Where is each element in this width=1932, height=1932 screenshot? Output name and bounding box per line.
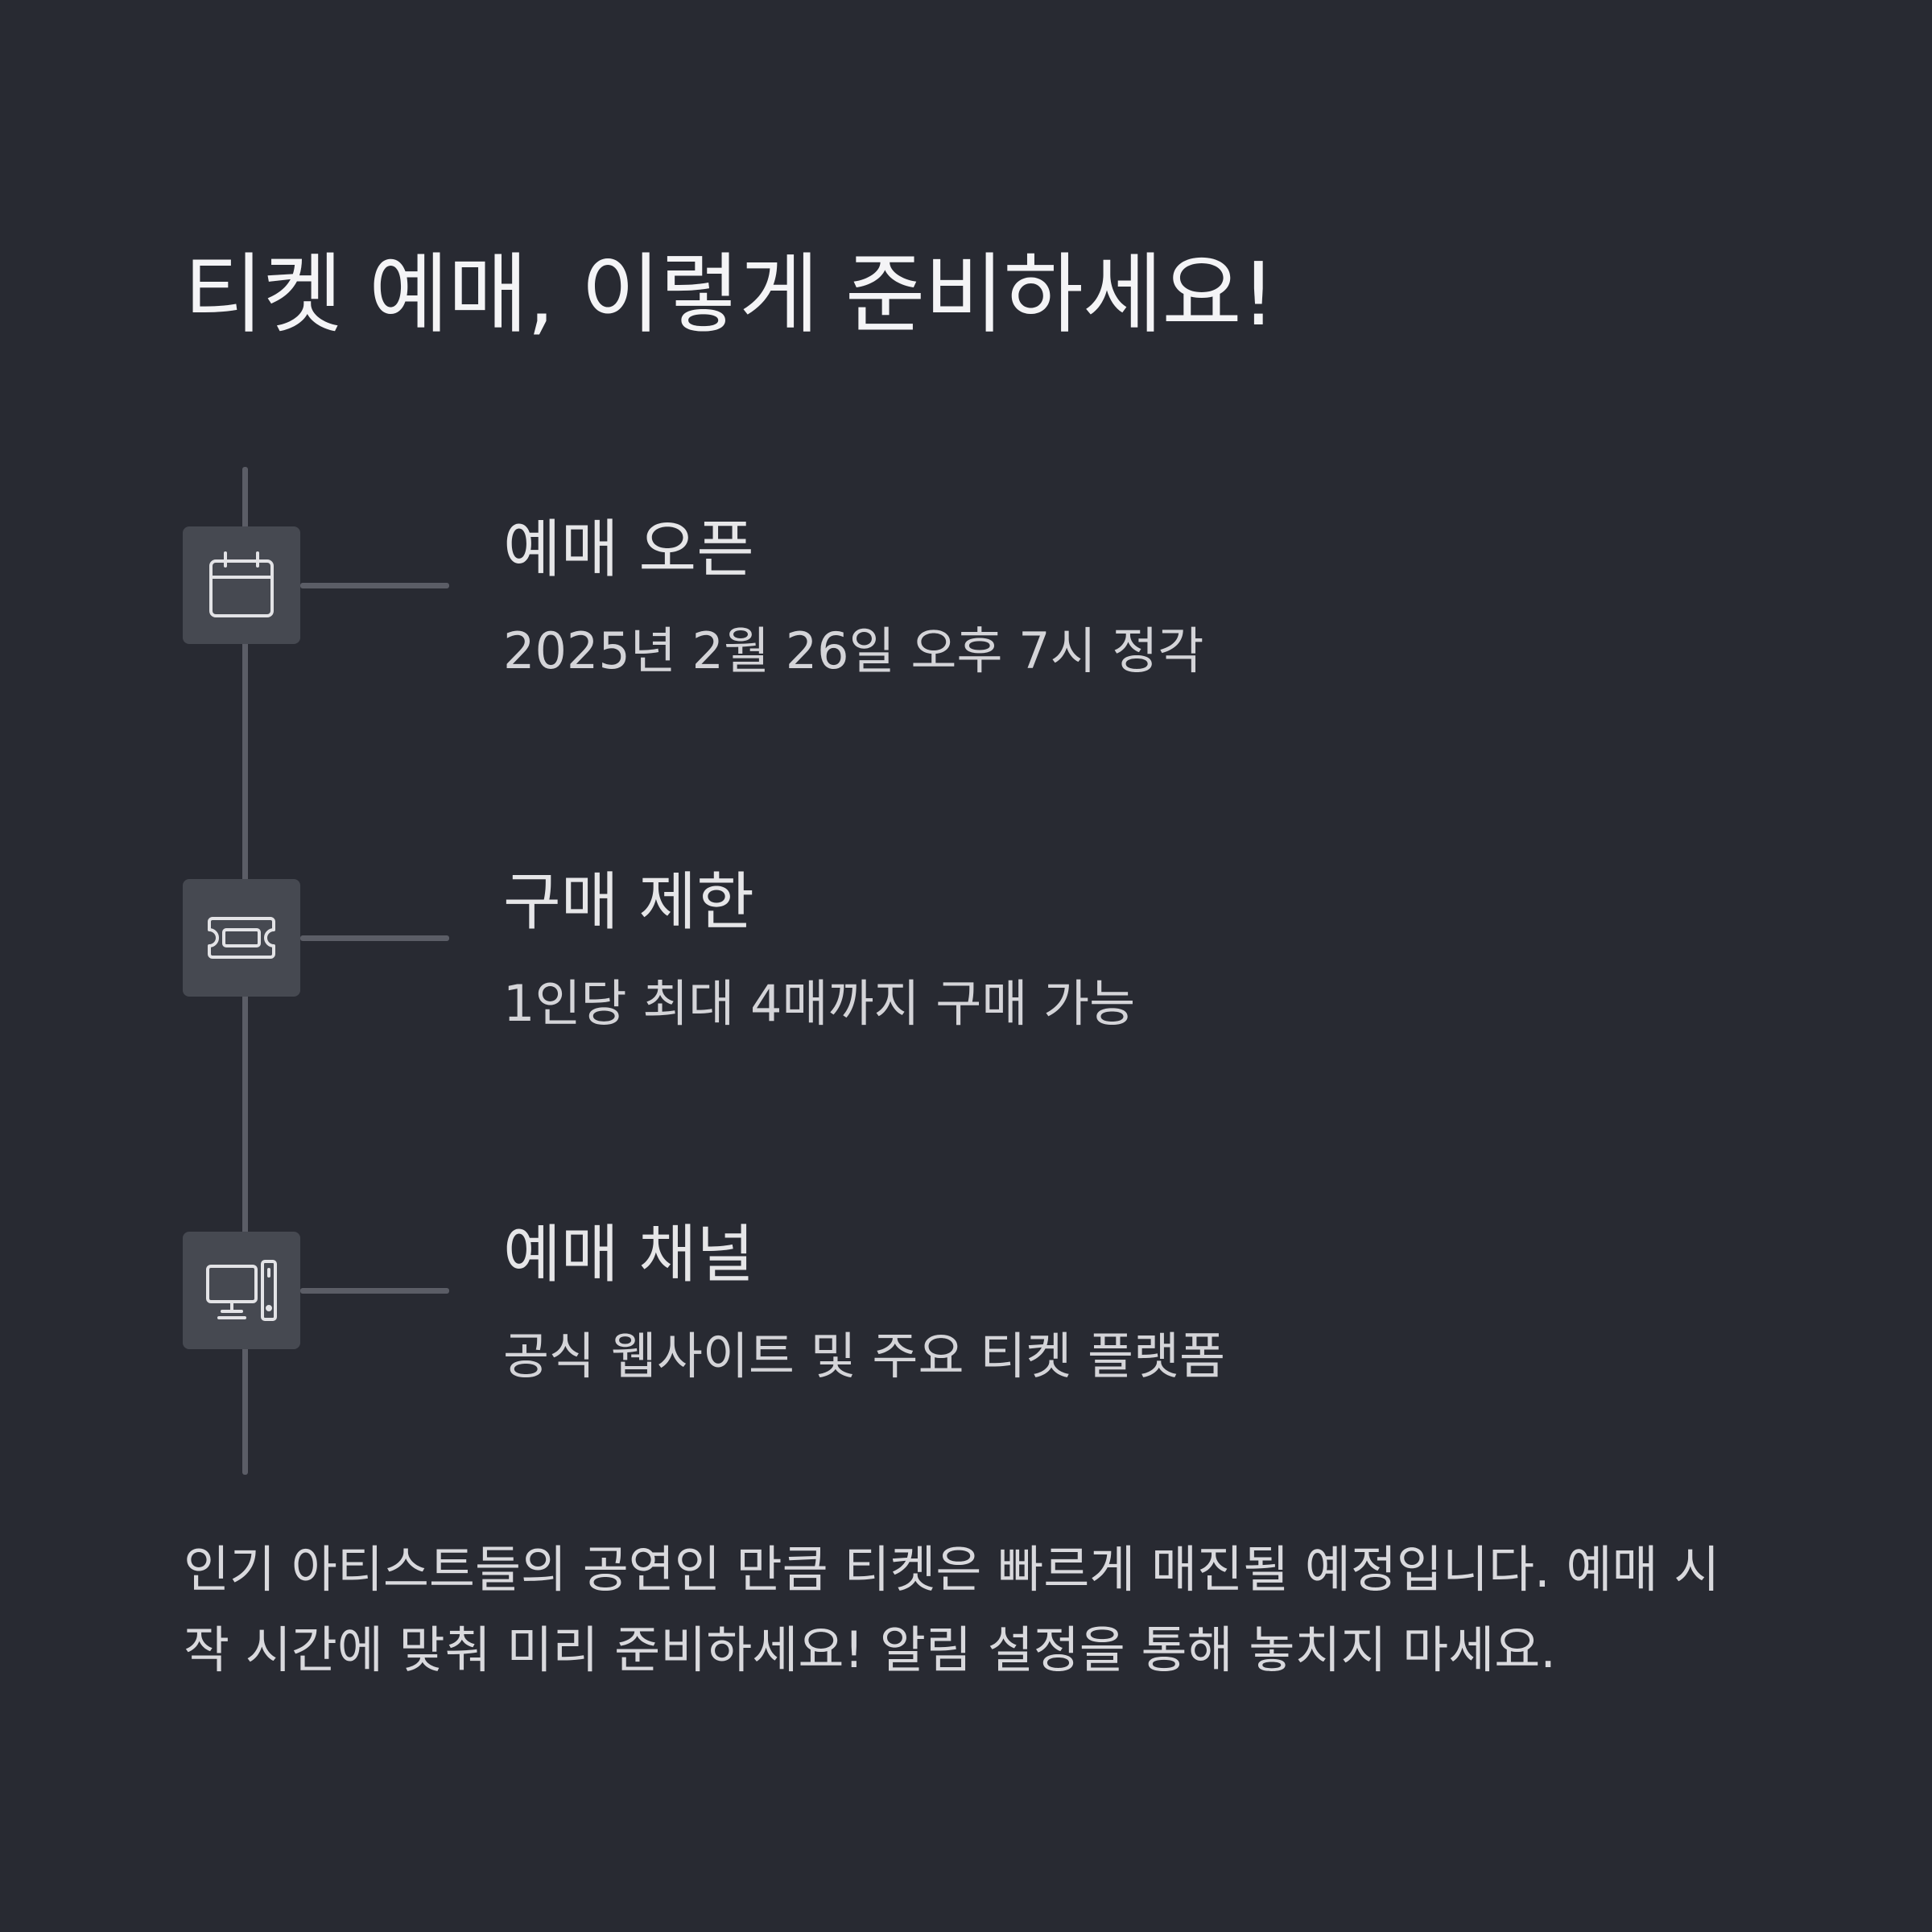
step-description: 1인당 최대 4매까지 구매 가능: [503, 974, 1136, 1033]
footer-note: 인기 아티스트들의 공연인 만큼 티켓은 빠르게 매진될 예정입니다. 예매 시…: [184, 1540, 1720, 1679]
timeline-step-channel: 예매 채널 공식 웹사이트 및 주요 티켓 플랫폼: [0, 1219, 1932, 1441]
ticket-icon: [208, 917, 275, 959]
step-description: 공식 웹사이트 및 주요 티켓 플랫폼: [503, 1327, 1226, 1385]
step-title: 구매 제한: [503, 866, 754, 939]
step-description: 2025년 2월 26일 오후 7시 정각: [503, 621, 1204, 680]
timeline-step-limit: 구매 제한 1인당 최대 4매까지 구매 가능: [0, 866, 1932, 1088]
connector-line: [300, 583, 449, 588]
step-title: 예매 채널: [503, 1219, 754, 1291]
computer-icon-box: [183, 1232, 300, 1349]
calendar-icon: [209, 551, 274, 617]
computer-icon: [206, 1260, 277, 1321]
page-title: 티켓 예매, 이렇게 준비하세요!: [184, 245, 1276, 345]
timeline-step-open: 예매 오픈 2025년 2월 26일 오후 7시 정각: [0, 514, 1932, 736]
ticket-icon-box: [183, 879, 300, 997]
step-title: 예매 오픈: [503, 514, 754, 586]
calendar-icon-box: [183, 526, 300, 644]
connector-line: [300, 1288, 449, 1294]
connector-line: [300, 935, 449, 941]
